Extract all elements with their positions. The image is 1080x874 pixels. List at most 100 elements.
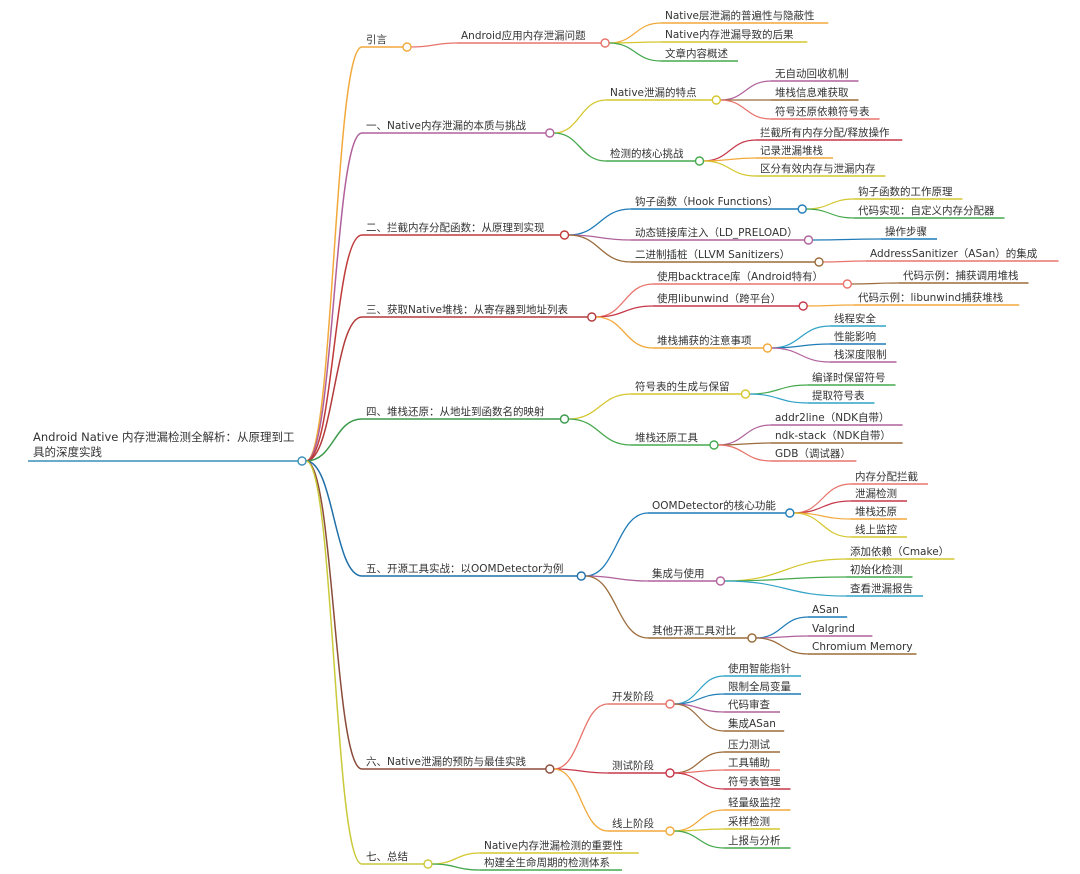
sub-edge-6-2 xyxy=(585,575,649,582)
leaf-label-7-1-1: 使用智能指针 xyxy=(728,662,791,675)
branch-node-dot-2[interactable] xyxy=(545,128,555,138)
branch-node-dot-7[interactable] xyxy=(545,764,555,774)
leaf-label-7-2-1: 压力测试 xyxy=(728,738,770,751)
sub-node-dot-7-3[interactable] xyxy=(665,826,675,836)
branch-node-dot-1[interactable] xyxy=(402,42,412,52)
branch-label-5: 四、堆栈还原：从地址到函数名的映射 xyxy=(366,405,545,418)
leaf-label-6-2-2: 初始化检测 xyxy=(850,563,903,576)
leaf-label-3-2-1: 操作步骤 xyxy=(885,225,927,238)
branch-node-dot-3[interactable] xyxy=(559,230,570,240)
sub-node-dot-1-1[interactable] xyxy=(600,38,610,48)
sub-node-dot-5-2[interactable] xyxy=(709,440,719,450)
sub-label-7-1: 开发阶段 xyxy=(612,690,654,703)
sub-node-dot-6-1[interactable] xyxy=(785,508,795,518)
sub-label-3-3: 二进制插桩（LLVM Sanitizers） xyxy=(635,248,790,261)
leaf-edge-4-1-1 xyxy=(851,282,900,285)
leaf-label-6-3-1: ASan xyxy=(812,604,839,616)
leaf-label-7-3-1: 轻量级监控 xyxy=(728,796,781,809)
branch-edge-2 xyxy=(305,132,363,462)
leaf-label-4-2-1: 代码示例：libunwind捕获堆栈 xyxy=(858,291,1004,304)
root-title-line-2: 具的深度实践 xyxy=(33,445,102,459)
sub-label-6-1: OOMDetector的核心功能 xyxy=(652,499,776,512)
sub-label-8-2: 构建全生命周期的检测体系 xyxy=(484,856,610,869)
branch-edge-5 xyxy=(305,418,363,462)
sub-edge-2-2 xyxy=(553,132,607,162)
leaf-label-2-2-1: 拦截所有内存分配/释放操作 xyxy=(760,126,890,139)
branch-label-2: 一、Native内存泄漏的本质与挑战 xyxy=(366,119,526,132)
leaf-edge-6-1-2 xyxy=(793,500,852,514)
leaf-label-7-2-3: 符号表管理 xyxy=(728,775,781,788)
leaf-label-5-1-2: 提取符号表 xyxy=(812,389,865,402)
leaf-edge-2-2-3 xyxy=(703,160,757,177)
sub-label-6-2: 集成与使用 xyxy=(652,567,705,580)
leaf-label-2-2-3: 区分有效内存与泄漏内存 xyxy=(760,162,876,175)
leaf-edge-6-2-1 xyxy=(724,558,847,582)
leaf-edge-2-1-1 xyxy=(720,80,772,101)
leaf-label-2-1-3: 符号还原依赖符号表 xyxy=(775,105,870,118)
leaf-edge-7-2-2 xyxy=(673,769,725,774)
branch-node-dot-6[interactable] xyxy=(576,571,586,581)
leaf-label-7-1-4: 集成ASan xyxy=(728,717,776,730)
branch-node-dot-5[interactable] xyxy=(559,414,570,424)
branch-node-dot-4[interactable] xyxy=(587,312,597,322)
leaf-label-1-1-3: 文章内容概述 xyxy=(665,47,728,60)
leaf-edge-4-3-3 xyxy=(771,347,831,363)
leaf-label-3-1-1: 钩子函数的工作原理 xyxy=(858,185,953,198)
leaf-label-5-2-3: GDB（调试器） xyxy=(775,448,851,460)
sub-node-dot-3-1[interactable] xyxy=(797,204,807,214)
sub-node-dot-2-1[interactable] xyxy=(711,95,721,105)
sub-edge-3-3 xyxy=(568,234,632,263)
leaf-label-1-1-2: Native内存泄漏导致的后果 xyxy=(665,28,794,41)
branch-edge-4 xyxy=(305,316,363,462)
sub-edge-5-1 xyxy=(568,393,632,420)
leaf-label-1-1-1: Native层泄漏的普遍性与隐蔽性 xyxy=(665,9,815,22)
branch-node-dot-8[interactable] xyxy=(423,859,433,869)
leaf-edge-6-1-1 xyxy=(793,483,852,514)
leaf-edge-3-1-1 xyxy=(806,198,855,210)
sub-edge-3-1 xyxy=(568,208,632,236)
leaf-label-3-1-2: 代码实现：自定义内存分配器 xyxy=(858,204,995,217)
leaf-label-7-1-3: 代码审查 xyxy=(728,698,770,711)
branch-label-7: 六、Native泄漏的预防与最佳实践 xyxy=(366,755,526,768)
sub-label-2-1: Native泄漏的特点 xyxy=(610,86,697,99)
sub-node-dot-6-2[interactable] xyxy=(715,576,726,586)
branch-edge-6 xyxy=(305,460,363,577)
sub-edge-6-3 xyxy=(585,575,649,639)
leaf-label-5-1-1: 编译时保留符号 xyxy=(812,371,886,384)
sub-node-dot-7-1[interactable] xyxy=(665,699,675,709)
leaf-label-5-2-1: addr2line（NDK自带） xyxy=(775,411,890,424)
leaf-label-2-1-1: 无自动回收机制 xyxy=(775,67,849,80)
branch-edge-7 xyxy=(305,460,363,770)
leaf-label-6-1-4: 线上监控 xyxy=(855,523,897,536)
sub-node-dot-6-3[interactable] xyxy=(747,633,757,643)
sub-label-4-3: 堆栈捕获的注意事项 xyxy=(657,334,752,347)
mindmap-edges xyxy=(28,22,1059,871)
sub-node-dot-7-2[interactable] xyxy=(665,768,675,778)
branch-label-3: 二、拦截内存分配函数：从原理到实现 xyxy=(366,221,545,234)
sub-label-5-1: 符号表的生成与保留 xyxy=(635,380,730,393)
leaf-label-3-3-1: AddressSanitizer（ASan）的集成 xyxy=(870,247,1038,260)
sub-node-dot-2-2[interactable] xyxy=(694,156,705,166)
sub-node-dot-4-1[interactable] xyxy=(842,279,852,289)
sub-node-dot-4-2[interactable] xyxy=(798,301,808,311)
sub-edge-5-2 xyxy=(568,418,632,446)
leaf-edge-7-3-3 xyxy=(673,830,725,849)
leaf-edge-5-1-2 xyxy=(749,393,809,404)
sub-node-dot-3-2[interactable] xyxy=(803,235,814,245)
leaf-label-2-1-2: 堆栈信息难获取 xyxy=(775,86,849,99)
leaf-label-6-3-3: Chromium Memory xyxy=(812,641,913,653)
sub-node-dot-3-3[interactable] xyxy=(814,257,824,267)
sub-node-dot-5-1[interactable] xyxy=(740,389,751,399)
branch-edge-3 xyxy=(305,234,363,462)
sub-edge-4-3 xyxy=(595,316,654,349)
leaf-label-5-2-2: ndk-stack（NDK自带） xyxy=(775,429,891,442)
leaf-label-4-3-2: 性能影响 xyxy=(834,330,876,343)
branch-edge-1 xyxy=(305,46,363,462)
sub-label-2-2: 检测的核心挑战 xyxy=(610,147,684,160)
branch-label-8: 七、总结 xyxy=(366,850,408,863)
sub-label-5-2: 堆栈还原工具 xyxy=(635,431,698,444)
root-node-dot[interactable] xyxy=(297,456,307,466)
leaf-edge-6-2-2 xyxy=(724,576,847,582)
sub-node-dot-4-3[interactable] xyxy=(762,343,773,353)
